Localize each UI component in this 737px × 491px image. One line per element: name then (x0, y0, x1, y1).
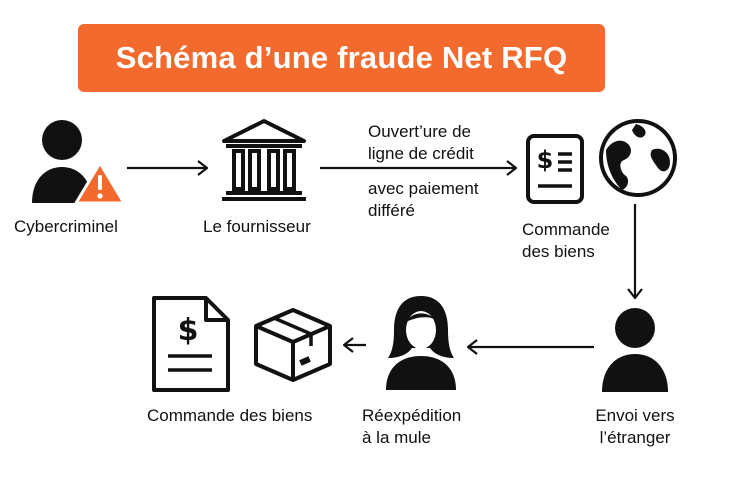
svg-text:$: $ (537, 146, 554, 174)
arrow-shipping-to-reshipping (466, 339, 594, 355)
deferred-payment-label: avec paiement différé (368, 178, 479, 222)
title-banner: Schéma d’une fraude Net RFQ (78, 24, 605, 92)
bank-building-icon (220, 117, 308, 203)
invoice-icon: $ (148, 294, 232, 394)
arrow-order-to-shipping (627, 204, 643, 300)
person-icon (598, 306, 672, 394)
page-title: Schéma d’une fraude Net RFQ (115, 40, 568, 75)
arrow-supplier-to-order (320, 160, 518, 176)
person-warning-icon (28, 117, 126, 207)
shipping-abroad-text-2: l’étranger (599, 428, 671, 447)
arrow-cybercriminal-to-supplier (127, 160, 209, 176)
credit-line-text-1: Ouvert’ure de (368, 122, 471, 141)
globe-icon (596, 116, 680, 200)
woman-icon (378, 292, 464, 392)
invoice-icon: $ (524, 132, 586, 206)
shipping-abroad-label: Envoi vers l’étranger (587, 405, 683, 449)
cybercriminal-label: Cybercriminel (14, 217, 118, 236)
credit-line-text-2: ligne de crédit (368, 144, 474, 163)
reshipping-text-2: à la mule (362, 428, 431, 447)
package-icon (252, 306, 334, 384)
credit-line-label: Ouvert’ure de ligne de crédit (368, 121, 474, 165)
order-top-label: Commande des biens (522, 219, 610, 263)
arrow-reshipping-to-order (342, 337, 366, 353)
shipping-abroad-text-1: Envoi vers (595, 406, 675, 425)
supplier-label: Le fournisseur (203, 217, 311, 236)
order-bottom-label: Commande des biens (147, 406, 313, 425)
reshipping-label: Réexpédition à la mule (362, 405, 461, 449)
deferred-payment-text-2: différé (368, 201, 415, 220)
deferred-payment-text-1: avec paiement (368, 179, 479, 198)
order-top-text-1: Commande (522, 220, 610, 239)
svg-text:$: $ (178, 313, 199, 348)
reshipping-text-1: Réexpédition (362, 406, 462, 425)
order-top-text-2: des biens (522, 242, 595, 261)
